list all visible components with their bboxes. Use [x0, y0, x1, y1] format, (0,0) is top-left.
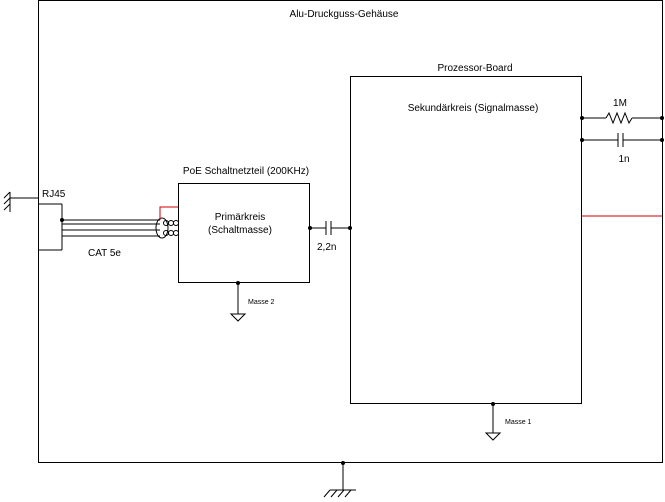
chassis-ground-left-icon: [3, 191, 38, 212]
resistor-left-dot: [580, 116, 584, 120]
coupling-capacitor-icon: [310, 221, 350, 235]
cat5e-cable: [62, 217, 169, 239]
coupling-capacitor-label: 2,2n: [317, 242, 336, 253]
board-title: Prozessor-Board: [437, 63, 512, 74]
psu-title: PoE Schaltnetzteil (200KHz): [183, 166, 309, 177]
cable-pair-circles: [163, 220, 179, 236]
capacitor-right-dot: [660, 138, 664, 142]
resistor-label: 1M: [613, 98, 627, 109]
capacitor-label: 1n: [618, 154, 629, 165]
psu-output-dot: [308, 226, 312, 230]
resistor-right-dot: [660, 116, 664, 120]
capacitor-icon: [582, 133, 662, 147]
psu-ground-icon: [229, 283, 247, 322]
resistor-icon: [582, 111, 662, 125]
psu-ground-junction-dot: [236, 281, 240, 285]
chassis-ground-bottom-icon: [323, 463, 356, 498]
board-ground-label: Masse 1: [505, 419, 532, 426]
rj45-label: RJ45: [42, 189, 66, 200]
shield-highlight-wire: [159, 206, 178, 220]
capacitor-left-dot: [580, 138, 584, 142]
board-box: [350, 76, 582, 404]
psu-line1: Primärkreis: [215, 212, 266, 223]
housing-label: Alu-Druckguss-Gehäuse: [290, 9, 399, 20]
board-ground-junction-dot: [491, 402, 495, 406]
psu-ground-label: Masse 2: [248, 299, 275, 306]
psu-line2: (Schaltmasse): [208, 225, 272, 236]
psu-box: [178, 183, 310, 283]
board-ground-icon: [484, 404, 502, 441]
housing-enclosure: [38, 0, 663, 463]
rj45-connector: [38, 203, 63, 251]
board-inner-label: Sekundärkreis (Signalmasse): [408, 103, 539, 114]
cable-label: CAT 5e: [88, 248, 121, 259]
